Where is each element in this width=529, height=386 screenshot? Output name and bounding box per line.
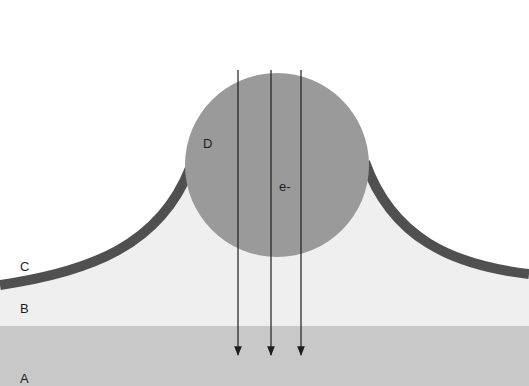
beam-arrow xyxy=(237,70,238,355)
layer-letter: B xyxy=(20,301,29,316)
beam-arrow xyxy=(270,70,271,355)
layer-letter: A xyxy=(20,371,29,386)
layer-region: B xyxy=(0,292,529,326)
beam-label: e- xyxy=(279,179,291,194)
particle-circle: D xyxy=(185,73,369,257)
layer-label: C xyxy=(20,259,29,274)
particle-fill xyxy=(185,73,369,257)
layer-letter: D xyxy=(203,136,212,151)
substrate-band: A xyxy=(0,326,529,386)
layer-c-curve xyxy=(365,162,529,274)
circle-outline xyxy=(185,73,369,257)
layer-c-curve xyxy=(0,168,190,285)
beam-arrow xyxy=(300,70,301,355)
